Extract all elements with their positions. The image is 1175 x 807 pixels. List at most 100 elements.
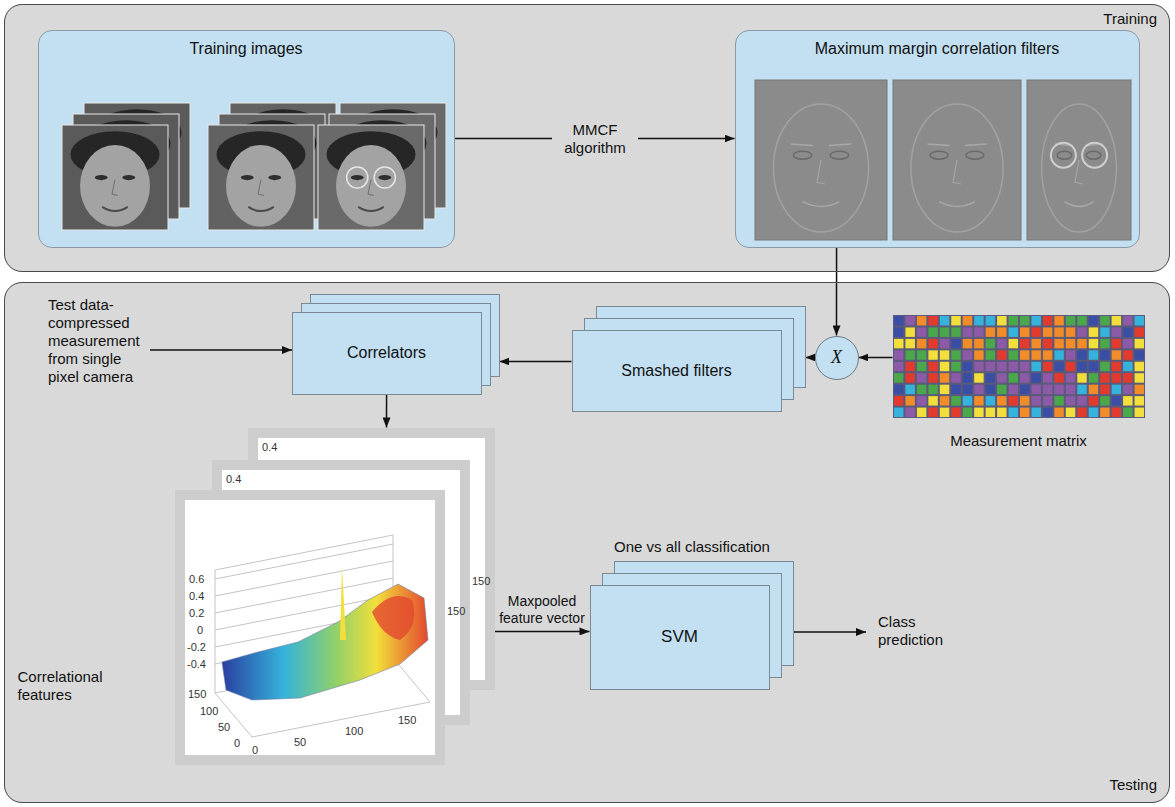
matrix-cell — [1054, 338, 1063, 347]
matrix-cell — [1031, 384, 1040, 393]
annotation: Test data-compressed measurement from si… — [48, 296, 148, 386]
surface-bump — [372, 596, 414, 640]
matrix-cell — [997, 316, 1006, 325]
matrix-cell — [894, 338, 903, 347]
matrix-cell — [997, 338, 1006, 347]
matrix-cell — [962, 407, 971, 416]
image-group-box: Training images — [38, 30, 455, 248]
matrix-cell — [985, 396, 994, 405]
matrix-cell — [1042, 350, 1051, 359]
text-holder: SVM — [661, 627, 698, 647]
filter-glasses — [1082, 142, 1107, 167]
glasses — [346, 166, 367, 187]
filter-eye — [830, 151, 848, 159]
matrix-cell — [1088, 338, 1097, 347]
matrix-cell — [1134, 407, 1143, 416]
text-holder: Measurement matrix — [873, 432, 1165, 450]
mouth — [102, 206, 127, 210]
matrix-cell — [1088, 384, 1097, 393]
process-box: Smashed filters — [572, 330, 782, 412]
label-holder: 100 — [345, 725, 363, 738]
matrix-cell — [1031, 373, 1040, 382]
face-photo — [62, 125, 168, 230]
matrix-cell — [916, 384, 925, 393]
matrix-cell — [951, 396, 960, 405]
matrix-cell — [1031, 350, 1040, 359]
face-skin — [226, 144, 296, 226]
matrix-cell — [985, 350, 994, 359]
axis-tick: 0.4 — [226, 473, 241, 486]
operator-symbol: X — [831, 347, 842, 369]
matrix-cell — [1134, 384, 1143, 393]
label-holder: 100 — [200, 705, 218, 718]
label-holder: One vs all classification — [592, 538, 792, 556]
matrix-caption: Measurement matrix — [873, 432, 1165, 450]
face-images-group — [62, 103, 446, 230]
text-holder: Training images — [39, 39, 454, 58]
matrix-cell — [997, 384, 1006, 393]
filter-image — [755, 80, 887, 240]
eye — [122, 174, 135, 179]
matrix-cell — [905, 407, 914, 416]
matrix-cell — [894, 316, 903, 325]
matrix-cell — [1008, 327, 1017, 336]
matrix-cell — [1134, 361, 1143, 370]
matrix-cell — [1008, 350, 1017, 359]
axis-tick: 0 — [197, 624, 203, 637]
process-label: Smashed filters — [621, 361, 731, 380]
matrix-cell — [939, 316, 948, 325]
matrix-cell — [1077, 350, 1086, 359]
matrix-cell — [916, 350, 925, 359]
matrix-cell — [928, 407, 937, 416]
matrix-cell — [985, 361, 994, 370]
filter-brow — [927, 144, 949, 146]
matrix-cell — [916, 396, 925, 405]
axis-tick: -0.2 — [187, 641, 206, 654]
plot-frame — [175, 490, 445, 765]
text-holder: Correlational features — [18, 668, 133, 704]
filter-outline — [773, 104, 868, 232]
label-holder: 50 — [218, 721, 230, 734]
matrix-cell — [1111, 373, 1120, 382]
axis-tick: 50 — [218, 721, 230, 734]
multiply-circle: X — [815, 336, 859, 380]
matrix-cell — [1031, 361, 1040, 370]
flow-arrow — [386, 395, 388, 428]
matrix-cell — [962, 327, 971, 336]
matrix-cell — [916, 316, 925, 325]
filter-eye — [793, 151, 811, 159]
plot-caption: Correlational features — [18, 668, 133, 704]
label-holder: 50 — [294, 736, 306, 749]
matrix-cell — [928, 316, 937, 325]
matrix-cell — [1088, 396, 1097, 405]
edge-label: Maxpooled feature vector — [490, 593, 594, 627]
panel-title: Testing — [1109, 776, 1157, 794]
filter-nose — [1075, 160, 1083, 184]
axis-tick: -0.4 — [187, 658, 206, 671]
mouth — [358, 206, 383, 210]
matrix-cell — [974, 338, 983, 347]
plot-grid — [215, 544, 393, 579]
matrix-cell — [951, 384, 960, 393]
text-holder: Maximum margin correlation filters — [736, 39, 1139, 58]
matrix-cell — [951, 350, 960, 359]
flow-arrow — [500, 361, 572, 363]
surface-peak — [340, 566, 346, 640]
matrix-cell — [1008, 338, 1017, 347]
matrix-grid — [893, 315, 1145, 418]
box-title: Maximum margin correlation filters — [736, 39, 1139, 58]
axis-tick: 50 — [294, 736, 306, 749]
face-skin — [80, 144, 150, 226]
matrix-cell — [1020, 316, 1029, 325]
matrix-cell — [985, 316, 994, 325]
matrix-cell — [1100, 350, 1109, 359]
plot-grid — [215, 561, 393, 596]
image-group-box: Maximum margin correlation filters — [735, 30, 1140, 248]
matrix-grid-group — [893, 315, 1145, 418]
text-holder: Smashed filters — [621, 361, 731, 380]
matrix-cell — [905, 316, 914, 325]
matrix-cell — [939, 327, 948, 336]
matrix-cell — [905, 373, 914, 382]
matrix-cell — [894, 350, 903, 359]
matrix-cell — [997, 350, 1006, 359]
